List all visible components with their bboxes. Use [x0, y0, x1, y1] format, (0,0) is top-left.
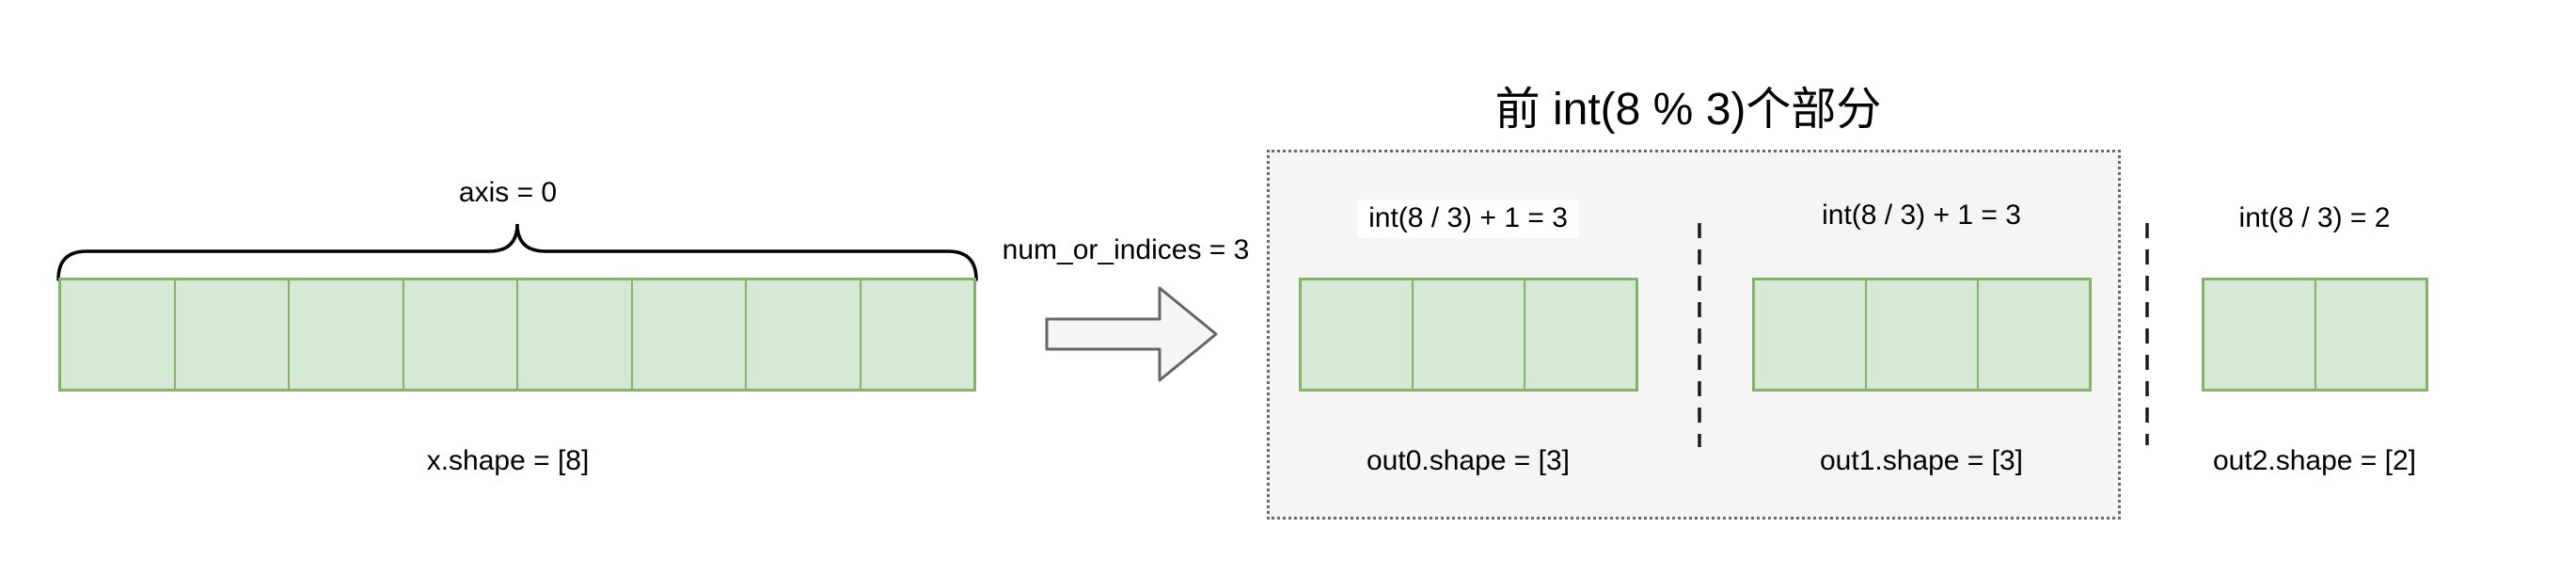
array-cell [633, 280, 747, 389]
array-cell [861, 280, 974, 389]
array-cell [1867, 280, 1979, 389]
array-cell [2205, 280, 2316, 389]
array-cell [61, 280, 176, 389]
array-cell [518, 280, 633, 389]
axis-label: axis = 0 [458, 177, 558, 208]
result-box-title: 前 int(8 % 3)个部分 [1494, 85, 1882, 135]
out0-shape-label: out0.shape = [3] [1366, 445, 1571, 476]
input-array [58, 278, 976, 392]
num-or-indices-label: num_or_indices = 3 [1002, 234, 1250, 265]
input-shape-label: x.shape = [8] [426, 445, 590, 476]
array-cell [1755, 280, 1867, 389]
array-cell [2316, 280, 2426, 389]
out0-array [1299, 278, 1638, 392]
out1-shape-label: out1.shape = [3] [1819, 445, 2024, 476]
out1-array [1752, 278, 2092, 392]
out0-size-label: int(8 / 3) + 1 = 3 [1357, 200, 1579, 238]
array-cell [747, 280, 861, 389]
array-cell [176, 280, 290, 389]
array-cell [1414, 280, 1525, 389]
array-cell [1979, 280, 2089, 389]
array-cell [1302, 280, 1414, 389]
array-cell [290, 280, 404, 389]
curly-brace-icon [56, 223, 978, 281]
array-cell [1525, 280, 1636, 389]
arrow-right-icon [1045, 286, 1218, 382]
out2-size-label: int(8 / 3) = 2 [2227, 200, 2402, 238]
out2-array [2202, 278, 2428, 392]
out2-shape-label: out2.shape = [2] [2212, 445, 2417, 476]
out1-size-label: int(8 / 3) + 1 = 3 [1822, 200, 2021, 231]
array-cell [404, 280, 518, 389]
